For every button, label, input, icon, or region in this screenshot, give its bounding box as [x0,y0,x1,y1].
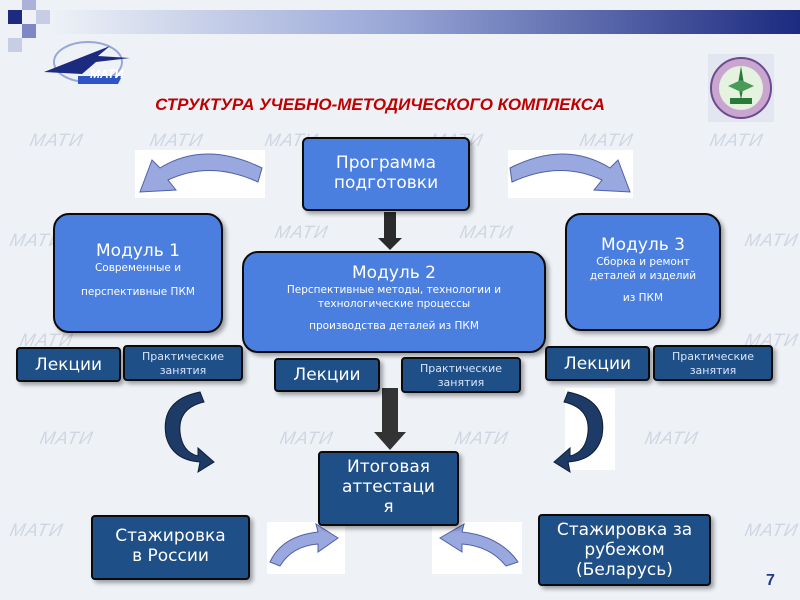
program-line2: подготовки [333,173,439,193]
emblem-graphic [708,54,774,122]
practice-box-module2: Практические занятия [401,357,521,393]
lectures-label: Лекции [563,354,632,374]
logo-text: МАТИ [90,67,124,81]
decor-square [22,24,36,38]
final-line1: Итоговая [346,457,431,477]
module1-line2: перспективные ПКМ [81,286,195,298]
internship-abroad-box: Стажировка за рубежом (Беларусь) [538,514,711,586]
intern-abroad-line1: Стажировка за [556,520,693,540]
page-title: СТРУКТУРА УЧЕБНО-МЕТОДИЧЕСКОГО КОМПЛЕКСА [155,95,605,114]
module2-line2: технологические процессы [317,298,471,310]
final-line3: я [383,497,394,517]
module3-box: Модуль 3 Сборка и ремонт деталей и издел… [565,213,721,331]
lectures-box-module1: Лекции [16,347,121,382]
curved-arrow-up-left-icon [439,522,519,567]
down-arrow-icon [374,388,406,450]
intern-russia-line1: Стажировка [115,526,226,546]
module3-line2: деталей и изделий [589,270,697,282]
module1-title: Модуль 1 [96,241,180,261]
intern-russia-line2: в России [132,546,209,566]
program-box: Программа подготовки [302,137,470,211]
mati-logo-graphic [44,41,130,84]
intern-abroad-line2: рубежом [584,540,665,560]
down-arrow-icon [378,212,402,250]
module3-line1: Сборка и ремонт [596,256,690,268]
practice-line2: занятия [159,364,207,377]
curved-arrow-down-right-icon [553,391,604,474]
final-line2: аттестаци [342,477,435,497]
curved-arrow-left-icon [139,153,263,193]
module2-title: Модуль 2 [352,263,436,283]
module2-line3: производства деталей из ПКМ [309,320,479,332]
lectures-label: Лекции [34,355,103,375]
decor-square [8,10,22,24]
decor-square [8,38,22,52]
page-number: 7 [766,572,775,589]
module2-box: Модуль 2 Перспективные методы, технологи… [242,251,546,353]
curved-arrow-up-right-icon [269,522,339,567]
program-line1: Программа [335,153,437,173]
module3-line3: из ПКМ [622,292,664,304]
lectures-box-module3: Лекции [545,346,650,381]
module1-line1: Современные и [94,262,182,274]
practice-box-module3: Практические занятия [653,345,773,381]
module1-box: Модуль 1 Современные и перспективные ПКМ [53,213,223,333]
top-gradient-bar [50,10,800,34]
final-attestation-box: Итоговая аттестаци я [318,451,459,526]
intern-abroad-line3: (Беларусь) [576,560,673,580]
practice-line1: Практические [141,350,225,363]
module3-title: Модуль 3 [601,235,685,255]
mati-logo: МАТИ [38,28,138,88]
lectures-label: Лекции [293,365,361,385]
practice-line1: Практические [671,350,755,363]
curved-arrow-down-left-icon [164,391,215,474]
module2-line1: Перспективные методы, технологии и [286,284,502,296]
practice-line2: занятия [437,376,485,389]
practice-line1: Практические [419,362,503,375]
practice-line2: занятия [689,364,737,377]
curved-arrow-right-icon [509,153,631,193]
emblem [708,54,774,122]
decor-square [22,0,36,10]
lectures-box-module2: Лекции [274,358,380,392]
practice-box-module1: Практические занятия [123,345,243,381]
internship-russia-box: Стажировка в России [91,515,250,580]
decor-square [36,10,50,24]
